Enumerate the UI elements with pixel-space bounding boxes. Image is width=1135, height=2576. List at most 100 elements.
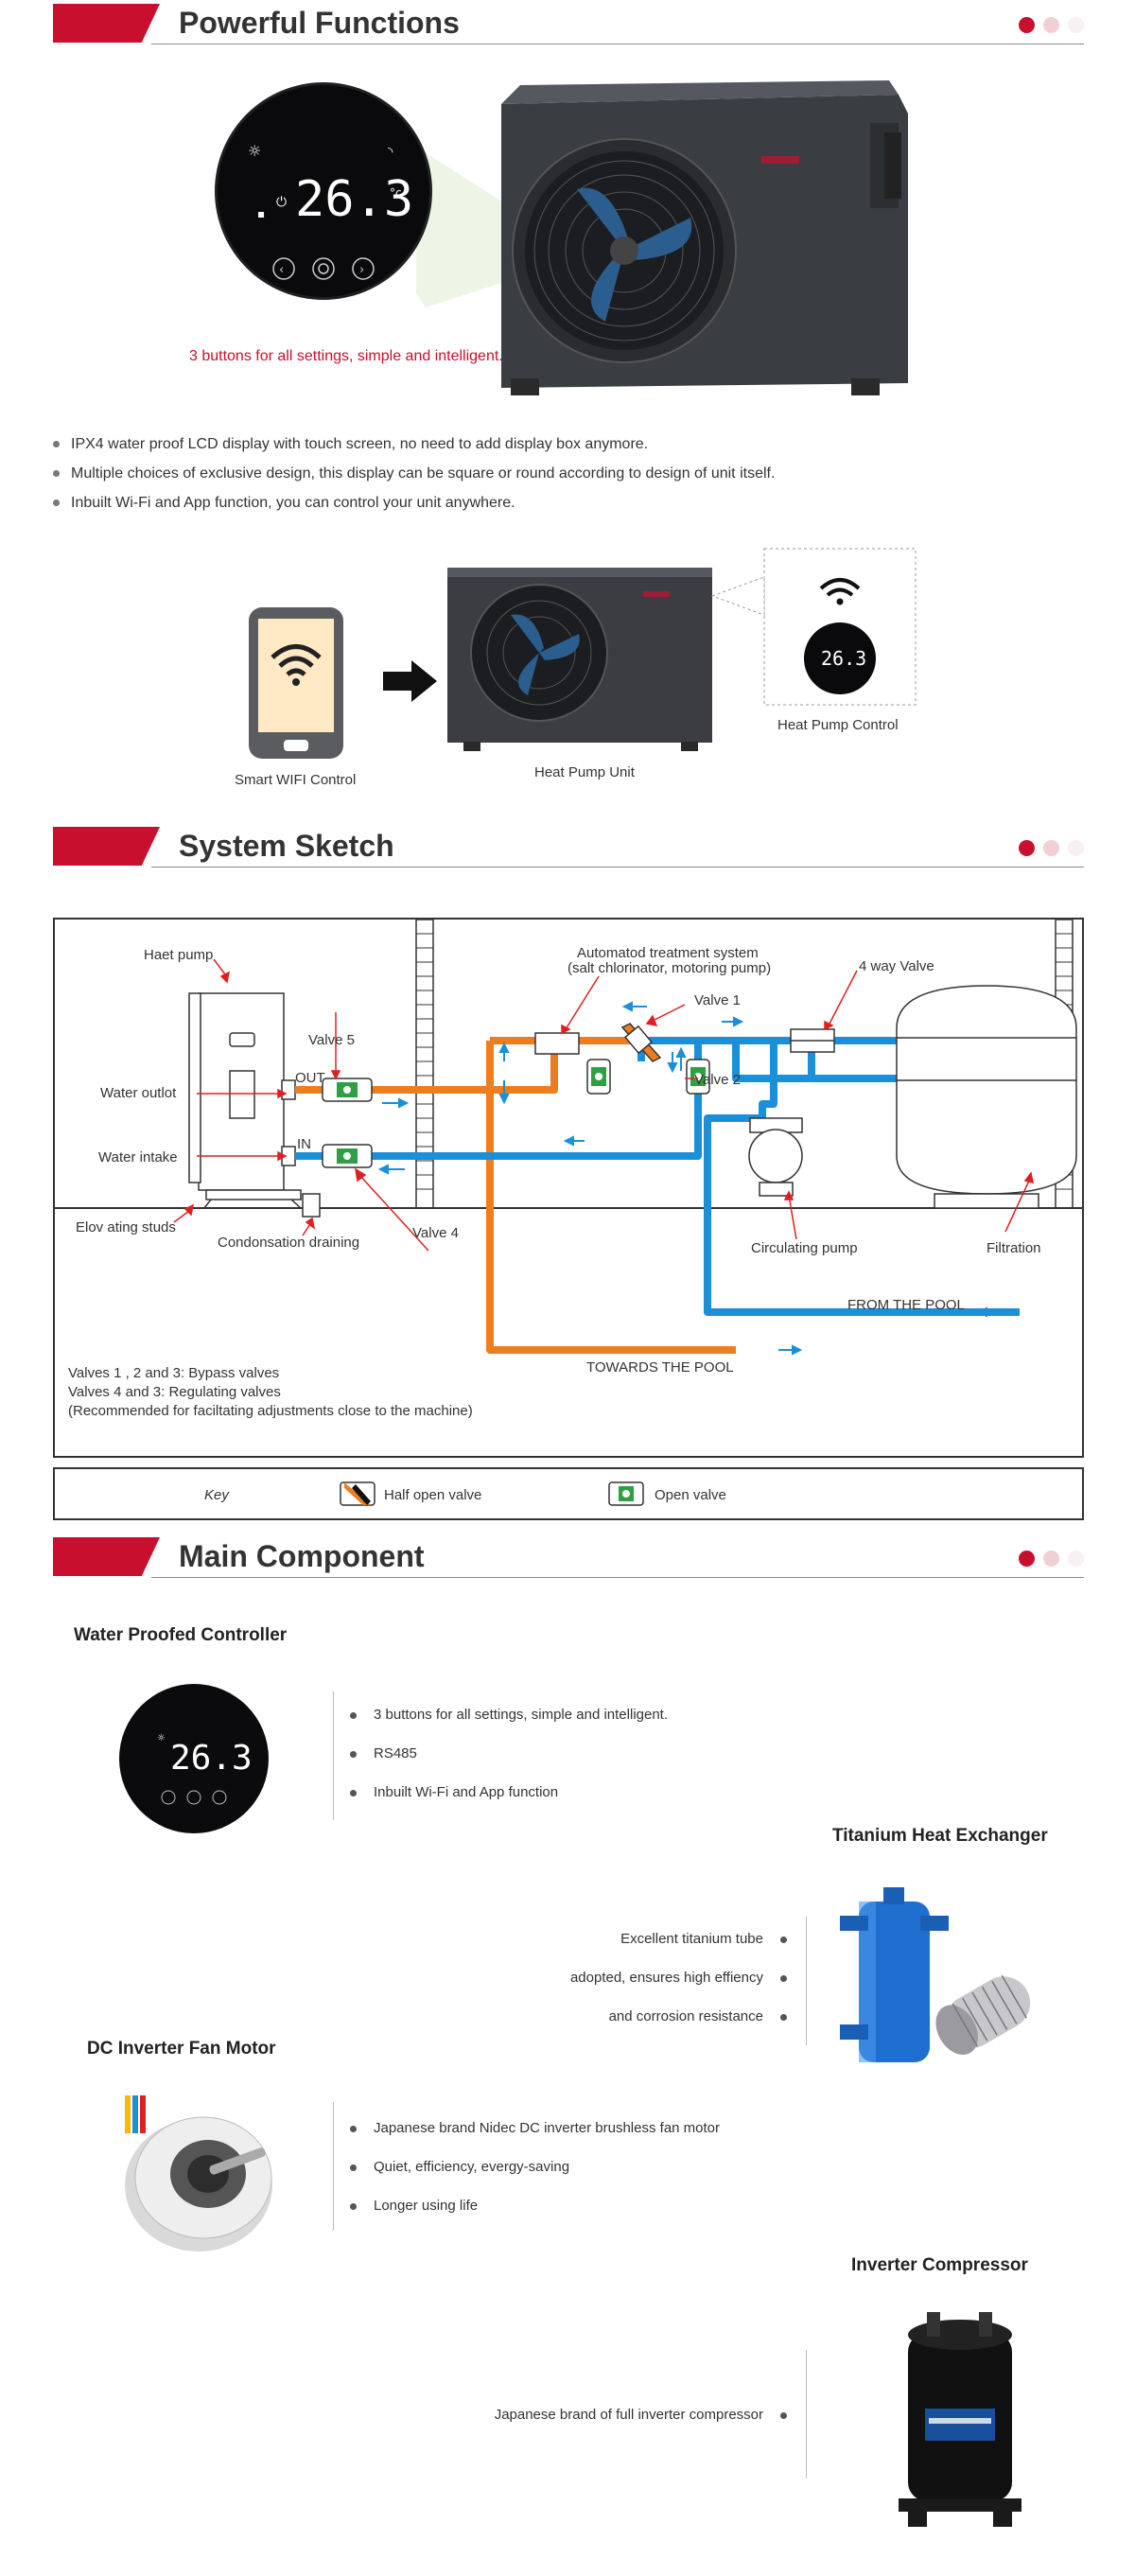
plumbing-diagram-svg: Haet pump Water outlot Water intake Elov… — [55, 920, 1082, 1419]
pager-dots — [1010, 840, 1084, 861]
circulating-pump — [748, 1117, 803, 1197]
label-filtration: Filtration — [987, 1240, 1041, 1256]
cold-water-pipe — [295, 1037, 1020, 1316]
header-rule — [151, 1577, 1084, 1578]
pager-dots — [1010, 1551, 1084, 1571]
key-svg: Key Half open valve Open valve — [204, 1481, 726, 1506]
wifi-control-illustration: 26.3 — [249, 548, 917, 759]
display-caption: 3 buttons for all settings, simple and i… — [189, 348, 503, 364]
svg-text:☼: ☼ — [157, 1733, 166, 1744]
svg-text:26.3: 26.3 — [821, 647, 866, 670]
svg-text:▪: ▪ — [257, 207, 265, 220]
key-title: Key — [204, 1487, 230, 1503]
label-circulating-pump: Circulating pump — [751, 1240, 858, 1256]
titanium-feature: Excellent titanium tube — [620, 1931, 787, 1947]
controller-feature: Inbuilt Wi-Fi and App function — [350, 1784, 558, 1800]
compressor-title: Inverter Compressor — [851, 2255, 1028, 2275]
divider — [333, 2102, 334, 2231]
section-header-sketch: System Sketch — [53, 827, 1084, 870]
heat-pump-control-label: Heat Pump Control — [777, 717, 899, 733]
system-sketch-diagram: Haet pump Water outlot Water intake Elov… — [53, 918, 1084, 1458]
four-way-valve — [790, 1028, 835, 1053]
heat-pump-control-callout: 26.3 — [710, 548, 917, 706]
label-4-way-valve: 4 way Valve — [859, 958, 934, 974]
divider — [333, 1691, 334, 1820]
label-valve-1: Valve 1 — [694, 992, 741, 1008]
valve-2-icon — [686, 1059, 710, 1095]
arrow-right-icon — [383, 660, 437, 702]
fan-motor-feature: Japanese brand Nidec DC inverter brushle… — [350, 2120, 720, 2136]
titanium-feature: and corrosion resistance — [609, 2008, 787, 2024]
label-water-intake: Water intake — [98, 1149, 178, 1165]
compressor-image — [899, 2312, 1022, 2527]
section-title: Powerful Functions — [179, 6, 460, 40]
header-accent — [53, 827, 160, 866]
svg-text:‹: ‹ — [279, 263, 284, 277]
section-header-main: Main Component — [53, 1537, 1084, 1581]
controller-feature: 3 buttons for all settings, simple and i… — [350, 1707, 668, 1723]
label-in: IN — [297, 1136, 311, 1152]
controller-title: Water Proofed Controller — [74, 1625, 288, 1645]
feature-bullet: IPX4 water proof LCD display with touch … — [53, 436, 648, 453]
titanium-exchanger-image — [840, 1887, 1031, 2062]
label-out: OUT — [295, 1070, 325, 1086]
label-draining: Condonsation draining — [218, 1235, 359, 1251]
feature-bullet: Inbuilt Wi-Fi and App function, you can … — [53, 495, 515, 512]
header-accent — [53, 1537, 160, 1576]
titanium-title: Titanium Heat Exchanger — [832, 1826, 1048, 1846]
fan-motor-feature: Longer using life — [350, 2198, 478, 2214]
label-valve-5: Valve 5 — [308, 1032, 355, 1048]
fan-motor-image — [125, 2095, 272, 2252]
header-accent — [53, 4, 160, 43]
fan-motor-feature: Quiet, efficiency, evergy-saving — [350, 2159, 569, 2175]
label-heat-pump: Haet pump — [144, 947, 213, 963]
label-towards-pool: TOWARDS THE POOL — [586, 1359, 734, 1376]
section-header-powerful: Powerful Functions — [53, 4, 1084, 47]
label-from-pool: FROM THE POOL — [847, 1297, 965, 1313]
svg-text:›: › — [359, 263, 364, 277]
feature-bullet: Multiple choices of exclusive design, th… — [53, 465, 775, 482]
heat-pump-sketch — [188, 992, 321, 1218]
key-half-open: Half open valve — [384, 1487, 481, 1503]
label-studs: Elov ating studs — [76, 1219, 176, 1235]
heat-pump-unit-small-image — [447, 568, 712, 751]
label-water-outlet: Water outlot — [100, 1085, 177, 1101]
svg-text:26.3: 26.3 — [170, 1739, 253, 1778]
note-line-2: Valves 4 and 3: Regulating valves — [68, 1384, 281, 1400]
treatment-system-box — [534, 1032, 580, 1055]
diagram-key: Key Half open valve Open valve — [53, 1467, 1084, 1520]
divider — [806, 2350, 807, 2479]
flow-arrows — [377, 1001, 1001, 1356]
label-pointers — [173, 958, 1034, 1252]
valve-4-icon — [322, 1144, 373, 1168]
fan-motor-title: DC Inverter Fan Motor — [87, 2039, 276, 2059]
note-line-3: (Recommended for faciltating adjustments… — [68, 1403, 473, 1419]
pager-dots — [1010, 17, 1084, 38]
smartphone-icon — [249, 607, 343, 759]
svg-text:⏻: ⏻ — [276, 195, 287, 210]
open-valve-icon — [608, 1481, 644, 1506]
half-open-valve-icon — [340, 1481, 375, 1506]
valve-3-icon — [586, 1059, 611, 1095]
heat-pump-unit-image — [501, 80, 908, 395]
smart-wifi-label: Smart WIFI Control — [235, 772, 357, 788]
controller-image: ☼ 26.3 — [119, 1684, 269, 1833]
heat-pump-unit-label: Heat Pump Unit — [534, 764, 635, 780]
controller-feature: RS485 — [350, 1745, 417, 1761]
compressor-feature: Japanese brand of full inverter compress… — [495, 2407, 787, 2423]
wall-left — [415, 920, 434, 1209]
valve-5-icon — [322, 1078, 373, 1102]
svg-text:°c: °c — [390, 186, 402, 200]
valve-1-icon — [620, 1023, 662, 1062]
heat-pump-display-illustration: ☼ ◝ ⏻ ▪ 26.3 °c ‹ › — [215, 80, 908, 395]
round-display-image: ☼ ◝ ⏻ ▪ 26.3 °c ‹ › — [215, 82, 432, 300]
label-treatment-sub: (salt chlorinator, motoring pump) — [568, 960, 771, 976]
section-title: Main Component — [179, 1539, 425, 1573]
section-title: System Sketch — [179, 829, 394, 863]
label-valve-2: Valve 2 — [694, 1072, 741, 1088]
svg-text:26.3: 26.3 — [295, 171, 413, 228]
svg-text:☼: ☼ — [248, 142, 261, 160]
label-valve-4: Valve 4 — [412, 1225, 459, 1241]
label-treatment: Automatod treatment system — [577, 945, 759, 961]
divider — [806, 1917, 807, 2045]
